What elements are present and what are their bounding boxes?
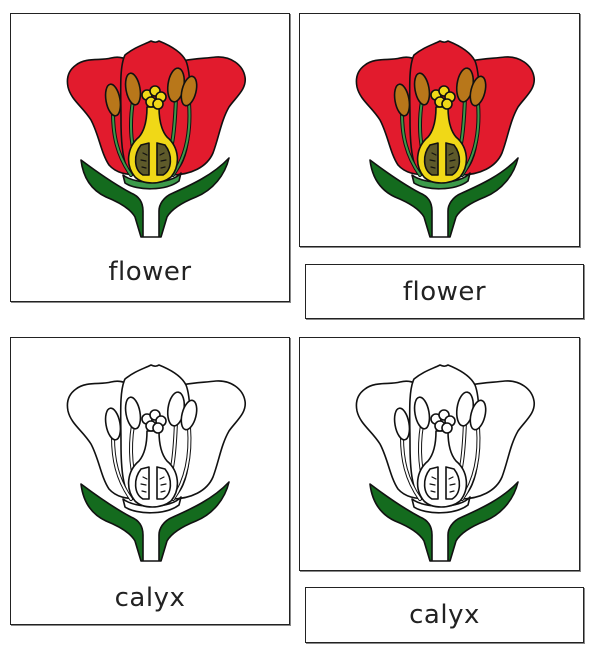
label-card-calyx: calyx [305, 587, 584, 643]
label-card-flower: flower [305, 264, 584, 319]
control-card-caption: flower [108, 257, 192, 287]
label-card-text: flower [402, 276, 487, 307]
picture-card-calyx [299, 337, 580, 571]
calyx-highlight-illustration [31, 349, 271, 565]
calyx-flower-icon [320, 349, 560, 565]
flower-colored-illustration [320, 25, 560, 241]
label-card-text: calyx [409, 600, 480, 630]
flower-icon [31, 25, 271, 241]
control-card-calyx: calyx [10, 337, 290, 625]
picture-card-flower [299, 13, 580, 247]
flower-colored-illustration [31, 25, 271, 241]
flower-icon [320, 25, 560, 241]
control-card-caption: calyx [114, 583, 186, 613]
calyx-highlight-illustration [320, 349, 560, 565]
control-card-flower: flower [10, 13, 290, 302]
calyx-flower-icon [31, 349, 271, 565]
